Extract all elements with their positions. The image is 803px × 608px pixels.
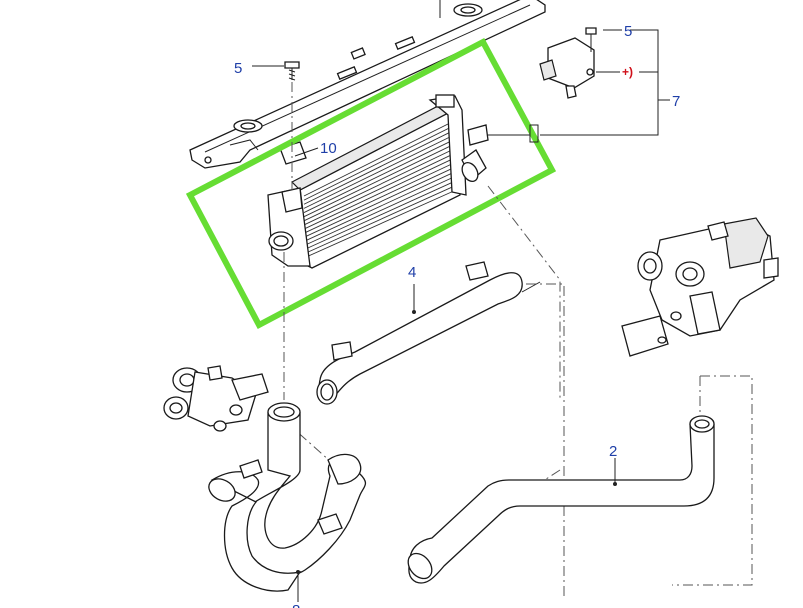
fin-line bbox=[303, 138, 457, 213]
valve-left bbox=[163, 365, 269, 432]
callout-2: 2 bbox=[609, 443, 617, 460]
fin-line bbox=[303, 170, 457, 242]
fin-line bbox=[303, 180, 457, 251]
hose-2[interactable] bbox=[403, 415, 715, 584]
callout-7: 7 bbox=[672, 93, 680, 110]
callout-10: 10 bbox=[320, 140, 337, 157]
fin-line bbox=[303, 119, 457, 197]
callout-10-leader bbox=[294, 147, 319, 157]
callout-8: 8 bbox=[292, 602, 300, 608]
fin-line bbox=[303, 128, 457, 205]
intercooler-fins bbox=[303, 119, 457, 259]
fin-line bbox=[303, 133, 457, 209]
highlight-frame bbox=[185, 37, 557, 330]
callout-plus: +) bbox=[622, 65, 633, 79]
fin-line bbox=[303, 166, 457, 238]
fin-line bbox=[303, 124, 457, 201]
hose-8[interactable] bbox=[205, 402, 367, 602]
radiator-support-bracket bbox=[189, 0, 546, 169]
valve-right bbox=[621, 217, 779, 357]
fin-line bbox=[303, 142, 457, 218]
air-pipe-4[interactable] bbox=[316, 261, 541, 405]
fin-line bbox=[303, 161, 457, 234]
fin-line bbox=[303, 189, 457, 259]
sensor-7 bbox=[488, 27, 670, 143]
fin-line bbox=[303, 156, 457, 230]
fin-line bbox=[303, 184, 457, 255]
fin-line bbox=[303, 175, 457, 247]
callout-5-left: 5 bbox=[234, 60, 242, 77]
fin-line bbox=[303, 152, 457, 226]
fin-line bbox=[303, 147, 457, 222]
callout-4: 4 bbox=[408, 264, 416, 281]
intercooler[interactable] bbox=[267, 94, 489, 269]
bolt-5-left bbox=[252, 61, 300, 190]
callout-5-right: 5 bbox=[624, 23, 632, 40]
